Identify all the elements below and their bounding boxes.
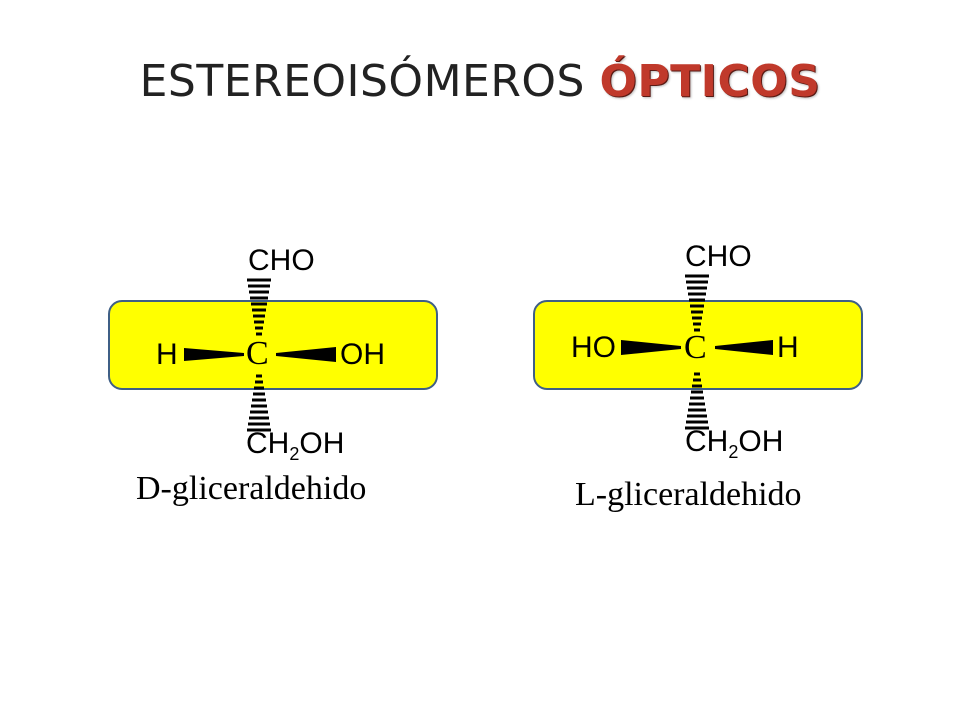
bottom-group-subscript: 2 — [728, 442, 739, 462]
bottom-group-subscript: 2 — [289, 444, 300, 464]
hashed-bond-top — [247, 278, 271, 336]
top-group-label: CHO — [685, 240, 752, 273]
bond-drawing — [621, 274, 773, 430]
molecule-name: L-gliceraldehido — [575, 476, 802, 513]
center-carbon-label: C — [684, 329, 707, 366]
wedge-bond-right — [715, 340, 773, 355]
bottom-group-label: CH2OH — [685, 425, 784, 462]
hashed-bond-bottom — [247, 374, 271, 432]
wedge-bond-left — [621, 340, 681, 355]
wedge-bond-left — [184, 348, 244, 361]
center-carbon-label: C — [246, 335, 269, 372]
horizontal-bond-band — [108, 300, 438, 390]
bottom-group-label: CH2OH — [246, 427, 345, 464]
left-group-label: HO — [571, 331, 616, 364]
molecule-name: D-gliceraldehido — [136, 470, 367, 507]
d-glyceraldehyde-structure: CHO C H OH CH2OH D-gliceraldehido — [108, 236, 438, 516]
l-glyceraldehyde-structure: CHO C HO H CH2OH L-gliceraldehido — [533, 236, 863, 516]
hashed-bond-bottom — [685, 372, 709, 430]
top-group-label: CHO — [248, 244, 315, 277]
hashed-bond-top — [685, 274, 709, 332]
right-group-label: OH — [340, 338, 385, 371]
right-group-label: H — [777, 331, 799, 364]
bottom-group-main: CH — [685, 425, 729, 458]
left-group-label: H — [156, 338, 178, 371]
bottom-group-tail: OH — [299, 427, 345, 460]
bottom-group-main: CH — [246, 427, 290, 460]
title-accent: ÓPTICOS — [599, 56, 821, 107]
title-plain: ESTEREOISÓMEROS — [139, 56, 585, 107]
bottom-group-tail: OH — [738, 425, 784, 458]
wedge-bond-right — [276, 347, 336, 362]
bond-drawing — [184, 278, 336, 432]
slide-title: ESTEREOISÓMEROS ÓPTICOS — [0, 56, 960, 107]
